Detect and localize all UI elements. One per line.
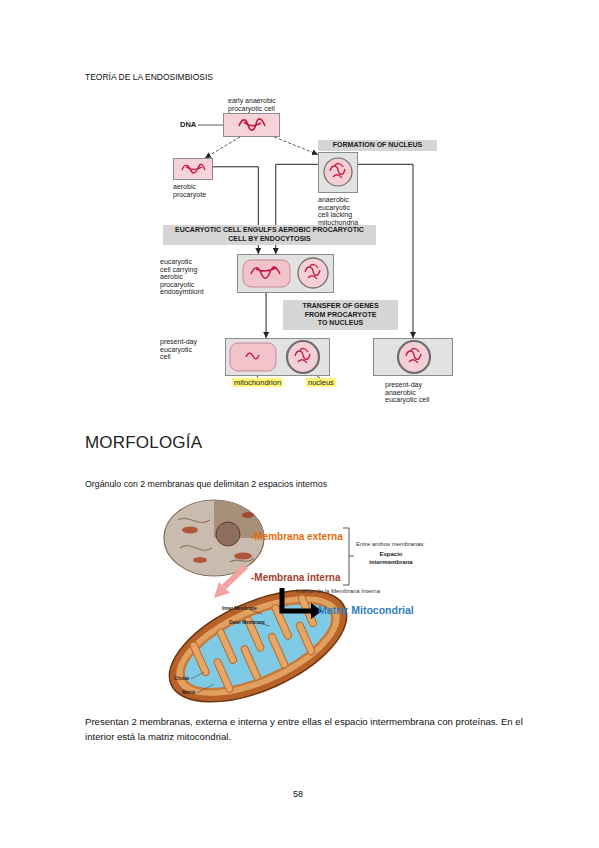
cell-art — [174, 159, 212, 179]
cell-box: anaerobic eucaryotic cell lacking mitoch… — [318, 152, 358, 193]
cell-art — [319, 153, 357, 192]
body-text: Orgánulo con 2 membranas que delimitan 2… — [85, 479, 327, 489]
node-caption: early anaerobic procaryotic cell — [228, 97, 288, 112]
matrix — [172, 585, 343, 707]
dna-strand — [305, 265, 320, 279]
part-label: -Membrana interna — [251, 572, 340, 583]
node-caption: eucaryotic cell carrying aerobic procary… — [160, 258, 203, 296]
part-label: DNA — [180, 120, 196, 129]
pointer-arrow — [224, 566, 246, 587]
organelle — [242, 512, 254, 518]
reticulum — [178, 518, 254, 562]
cell-art — [238, 255, 333, 292]
pointer-arrow-head — [214, 582, 230, 598]
cell-nucleus — [216, 522, 240, 546]
crista — [213, 658, 234, 694]
organelle — [234, 553, 252, 560]
node-caption: anaerobic eucaryotic cell lacking mitoch… — [318, 196, 360, 226]
body-text: Presentan 2 membranas, externa e interna… — [85, 714, 530, 744]
highlight-label: mitochondrion — [232, 378, 283, 387]
tiny-label: Inner Membrane — [222, 606, 257, 611]
connector-arrow — [266, 293, 267, 338]
node-caption: present-day anaerobic eucaryotic cell — [385, 381, 435, 404]
cell-art — [224, 114, 279, 136]
section-heading: MORFOLOGÍA — [85, 433, 202, 453]
cristae — [189, 592, 328, 699]
node-caption: present-day eucaryotic cell — [160, 338, 200, 361]
note-text: Entre ambos membranas: — [356, 541, 425, 547]
cell-body — [164, 500, 264, 576]
crista — [189, 641, 210, 677]
nucleus-shape — [298, 258, 328, 288]
cell-box: aerobic procaryote — [173, 158, 213, 180]
dna-strand — [330, 164, 345, 178]
band-text: EUCARYOTIC CELL ENGULFS AEROBIC PROCARYO… — [170, 226, 370, 243]
cell-illustration — [164, 500, 264, 598]
cell-box: early anaerobic procaryotic cell — [223, 113, 280, 137]
step-band: EUCARYOTIC CELL ENGULFS AEROBIC PROCARYO… — [163, 225, 376, 245]
mitochondrion-shape — [230, 343, 276, 371]
node-caption: aerobic procaryote — [173, 183, 218, 198]
dna-strand — [246, 353, 259, 359]
step-band: TRANSFER OF GENES FROM PROCARYOTE TO NUC… — [283, 300, 398, 330]
leader-line — [197, 684, 214, 693]
cell-box: eucaryotic cell carrying aerobic procary… — [237, 254, 334, 293]
bracket — [343, 528, 354, 585]
diagram-title: TEORÍA DE LA ENDOSIMBIOSIS — [85, 72, 213, 82]
note-text: Espacio intermembrana — [366, 551, 416, 566]
highlight-label: nucleus — [306, 378, 336, 387]
dna-strand — [406, 349, 421, 363]
leader-line — [191, 672, 204, 679]
cell-art — [374, 339, 452, 375]
organelle — [182, 527, 198, 534]
dna-strand — [251, 267, 280, 278]
organelle — [193, 557, 207, 563]
crista — [295, 621, 316, 656]
dna-strand — [239, 119, 265, 130]
nucleus-shape — [287, 341, 319, 373]
cell-box: present-day anaerobic eucaryotic cell — [373, 338, 453, 376]
intermembrane-space — [162, 575, 354, 716]
endosymbiont — [243, 260, 290, 287]
tiny-label: Outer Membrane — [229, 620, 265, 625]
nucleus-shape — [398, 341, 430, 373]
connector-arrow — [205, 137, 240, 158]
connector-arrow — [274, 137, 318, 155]
band-text: FORMATION OF NUCLEUS — [320, 141, 435, 150]
crista — [240, 645, 261, 682]
part-label: -Membrana externa — [251, 531, 343, 542]
dna-strand — [182, 164, 205, 173]
part-label: Matriz Mitocondrial — [318, 604, 414, 616]
tiny-label: Matrix — [182, 690, 195, 695]
band-text: TRANSFER OF GENES FROM PROCARYOTE TO NUC… — [301, 302, 381, 328]
nucleus-shape — [324, 158, 352, 186]
step-band: FORMATION OF NUCLEUS — [318, 140, 437, 151]
tiny-label: Cristae — [174, 676, 189, 681]
dna-strand — [295, 349, 310, 363]
cell-box: present-day eucaryotic cell — [225, 338, 330, 376]
note-text: Interior de la Membrana Interna — [296, 588, 380, 594]
page-number: 58 — [293, 789, 303, 799]
mito-leaders — [191, 610, 270, 693]
cell-art — [226, 339, 329, 375]
crista — [267, 632, 288, 669]
